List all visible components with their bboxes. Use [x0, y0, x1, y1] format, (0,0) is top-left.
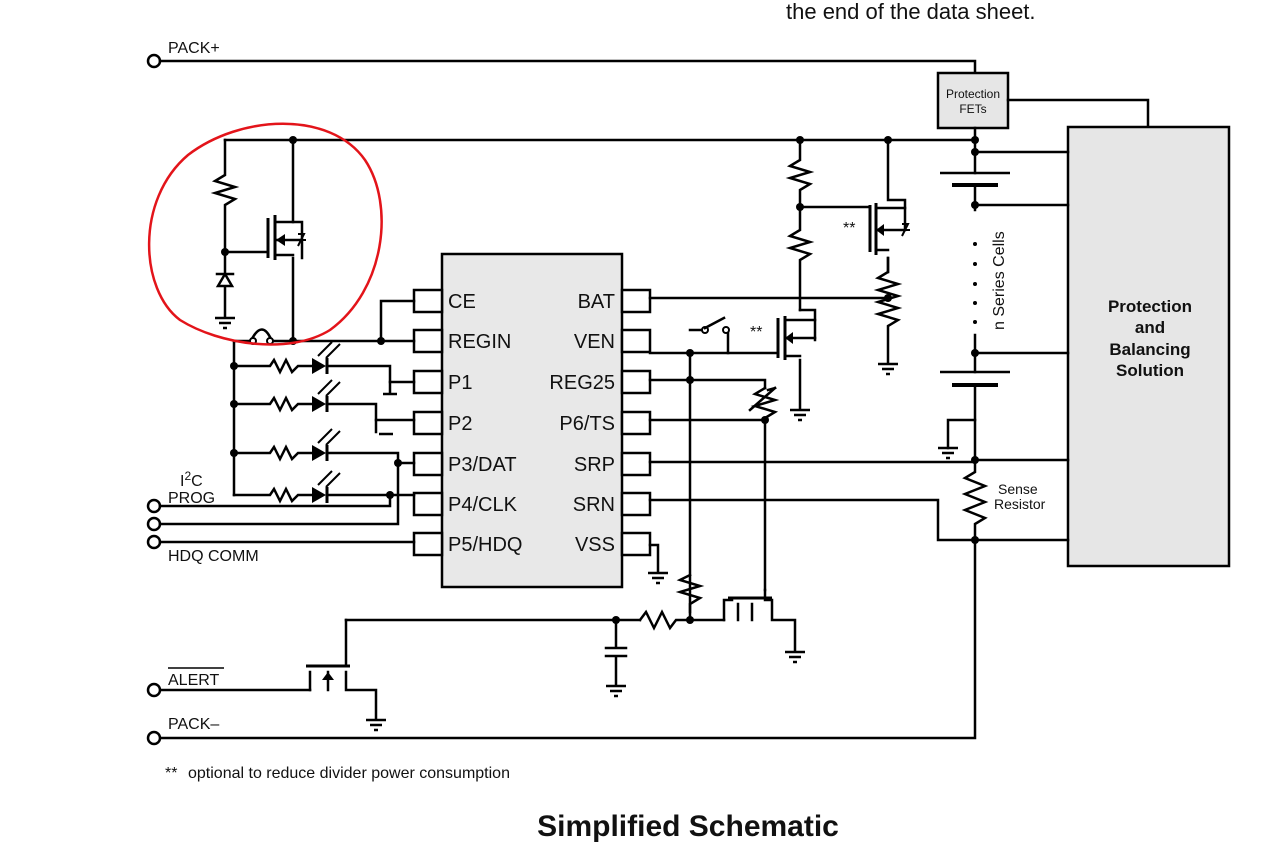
vss-wire [648, 543, 660, 574]
battery-plus-rail [223, 126, 977, 142]
srn-wire [648, 498, 977, 542]
alert-bias-wire [344, 609, 726, 631]
pack-plus-terminal [146, 53, 162, 69]
divider-ground [878, 362, 898, 376]
pin-reg25: REG25 [549, 372, 615, 394]
solution-label-1: Protection [1108, 297, 1192, 316]
divider-mosfet-lower [726, 308, 817, 410]
hdq-terminal [146, 534, 162, 550]
pack-minus-wire [158, 538, 977, 740]
sense-resistor [961, 458, 989, 542]
solution-label-2: and [1135, 318, 1165, 337]
cell-ground-wire [946, 418, 977, 450]
led-row-4 [232, 470, 416, 504]
led-row-2 [232, 379, 416, 422]
highlight-circle [147, 122, 383, 346]
series-cells-label: n Series Cells [991, 231, 1008, 330]
chip-left-pin-boxes [412, 288, 444, 557]
sense-wires [973, 458, 1070, 542]
pin-srn: SRN [573, 494, 615, 516]
pin-vss: VSS [575, 534, 615, 556]
fets-control-wire [1006, 98, 1150, 129]
bias-mosfet [722, 588, 797, 652]
chip-body [440, 252, 624, 589]
pack-minus-terminal [146, 730, 162, 746]
pin-ce: CE [448, 291, 476, 313]
alert-divider-resistor [675, 573, 705, 622]
cap-ground [606, 684, 626, 698]
sense-label-2: Resistor [994, 496, 1046, 512]
divider-resistors [785, 138, 815, 312]
alert-ground [366, 718, 386, 732]
pin-p5-hdq: P5/HDQ [448, 534, 522, 556]
ce-wire [379, 299, 416, 343]
i2c-dat-terminal [146, 516, 162, 532]
footnote-text: optional to reduce divider power consump… [188, 765, 510, 782]
alert-label: ALERT [168, 672, 220, 689]
alert-mosfet [158, 618, 378, 720]
figure-title: Simplified Schematic [537, 810, 839, 843]
battery-cell-stack [940, 138, 1010, 462]
mosfet-marker-upper: ** [843, 220, 855, 237]
filter-capacitor [604, 618, 628, 686]
sense-label-1: Sense [998, 481, 1038, 497]
led-row-1 [232, 341, 416, 384]
protection-fets-label-2: FETs [959, 102, 986, 116]
pin-regin: REGIN [448, 331, 511, 353]
divider-mosfet-upper [868, 138, 910, 274]
pin-p3-dat: P3/DAT [448, 454, 517, 476]
ven-switch [688, 328, 730, 355]
cell-tap-wires [973, 150, 1070, 355]
mosfet-marker-lower: ** [750, 324, 762, 341]
i2c-clk-terminal [146, 498, 162, 514]
pin-p6-ts: P6/TS [559, 413, 615, 435]
circled-subcircuit [210, 138, 306, 343]
pin-srp: SRP [574, 454, 615, 476]
pack-plus-label: PACK+ [168, 40, 220, 57]
prog-label: PROG [168, 490, 215, 507]
divider-gate-wire [798, 205, 872, 222]
header-fragment: the end of the data sheet. [786, 0, 1036, 24]
protection-balancing-block [1066, 125, 1231, 568]
pin-p4-clk: P4/CLK [448, 494, 518, 516]
alert-terminal [146, 682, 162, 698]
mosfet-ground [790, 408, 810, 422]
protection-fets-label-1: Protection [946, 87, 1000, 101]
pin-ven: VEN [574, 331, 615, 353]
led-row-3 [232, 428, 416, 465]
chip-right-pin-boxes [620, 288, 652, 557]
footnote-marker: ** [165, 765, 177, 782]
ground-symbol [938, 446, 958, 460]
solution-label-4: Solution [1116, 361, 1184, 380]
hdq-comm-label: HDQ COMM [168, 548, 259, 565]
pin-p1: P1 [448, 372, 472, 394]
jumper-link [251, 328, 272, 339]
protection-fets-block [936, 71, 1010, 130]
pin-bat: BAT [578, 291, 615, 313]
pack-minus-label: PACK– [168, 716, 219, 733]
bias-ground [785, 650, 805, 664]
vss-ground [648, 571, 668, 585]
i2c-label: I2C [180, 469, 203, 490]
divider-resistor-lower [873, 256, 903, 364]
pack-plus-wire [158, 59, 977, 75]
solution-label-3: Balancing [1109, 340, 1190, 359]
reg25-wire [648, 378, 767, 390]
pin-p2: P2 [448, 413, 472, 435]
